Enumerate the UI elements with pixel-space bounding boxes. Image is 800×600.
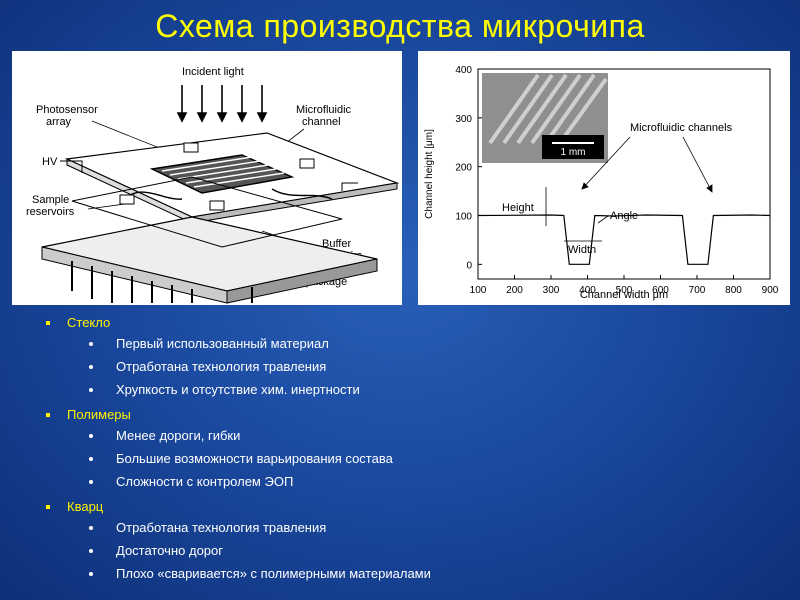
angle-annotation: Angle bbox=[610, 210, 638, 222]
sample-label-1: Sample bbox=[32, 194, 69, 206]
incident-light-label: Incident light bbox=[182, 66, 244, 78]
x-tick-label: 700 bbox=[689, 285, 706, 296]
channel-pattern bbox=[121, 154, 333, 202]
x-tick-label: 300 bbox=[543, 285, 560, 296]
heading-quartz: Кварц bbox=[46, 497, 431, 516]
y-tick-label: 100 bbox=[455, 212, 472, 223]
sem-inset: 1 mm bbox=[482, 73, 608, 163]
polymers-point-2: Большие возможности варьирования состава bbox=[46, 447, 431, 470]
x-tick-label: 400 bbox=[579, 285, 596, 296]
channel-profile-panel: 0 100 200 300 400 100 200 300 400 500 600 700 800 90… bbox=[418, 51, 790, 305]
x-tick-label: 500 bbox=[616, 285, 633, 296]
x-axis-label: Channel width μm bbox=[580, 289, 668, 301]
microchip-schematic-diagram: Incident light Photosensor array Microfl… bbox=[26, 66, 400, 304]
glass-point-1: Первый использованный материал bbox=[46, 332, 431, 355]
y-tick-label: 300 bbox=[455, 114, 472, 125]
material-outline: Стекло Первый использованный материал От… bbox=[46, 313, 431, 585]
width-annotation: Width bbox=[568, 244, 596, 256]
y-tick-label: 400 bbox=[455, 65, 472, 76]
microchip-schematic-panel: Incident light Photosensor array Microfl… bbox=[12, 51, 402, 305]
glass-point-2: Отработана технология травления bbox=[46, 355, 431, 378]
buffer-label-1: Buffer bbox=[322, 238, 351, 250]
channel-profile-chart: 0 100 200 300 400 100 200 300 400 500 600 700 800 90… bbox=[424, 65, 779, 301]
microfluidic-channels-annotation: Microfluidic channels bbox=[630, 122, 733, 134]
x-tick-label: 600 bbox=[652, 285, 669, 296]
x-tick-label: 900 bbox=[762, 285, 779, 296]
hv-left-label: HV bbox=[42, 156, 58, 168]
y-tick-label: 0 bbox=[466, 260, 472, 271]
inset-scale-label: 1 mm bbox=[561, 147, 586, 158]
photosensor-label-1: Photosensor bbox=[36, 104, 98, 116]
quartz-point-3: Плохо «сваривается» с полимерными матери… bbox=[46, 562, 431, 585]
slide-title: Схема производства микрочипа bbox=[155, 8, 645, 44]
height-annotation: Height bbox=[502, 202, 534, 214]
quartz-point-2: Достаточно дорог bbox=[46, 539, 431, 562]
quartz-point-1: Отработана технология травления bbox=[46, 516, 431, 539]
heading-glass: Стекло bbox=[46, 313, 431, 332]
sample-label-2: reservoirs bbox=[26, 206, 75, 218]
profile-line bbox=[477, 214, 771, 265]
microfluidic-label-1: Microfluidic bbox=[296, 104, 352, 116]
reservoirs bbox=[119, 142, 315, 211]
x-tick-label: 800 bbox=[725, 285, 742, 296]
y-axis-label: Channel height [μm] bbox=[424, 129, 435, 219]
polymers-point-1: Менее дороги, гибки bbox=[46, 424, 431, 447]
light-arrows bbox=[176, 85, 268, 123]
glass-point-3: Хрупкость и отсутствие хим. инертности bbox=[46, 378, 431, 401]
annotation-arrows bbox=[545, 136, 713, 242]
photosensor-label-2: array bbox=[46, 116, 72, 128]
microfluidic-label-2: channel bbox=[302, 116, 341, 128]
x-tick-label: 200 bbox=[506, 285, 523, 296]
polymers-point-3: Сложности с контролем ЭОП bbox=[46, 470, 431, 493]
pga-pins bbox=[71, 261, 253, 303]
heading-polymers: Полимеры bbox=[46, 405, 431, 424]
y-tick-label: 200 bbox=[455, 163, 472, 174]
x-tick-label: 100 bbox=[470, 285, 487, 296]
